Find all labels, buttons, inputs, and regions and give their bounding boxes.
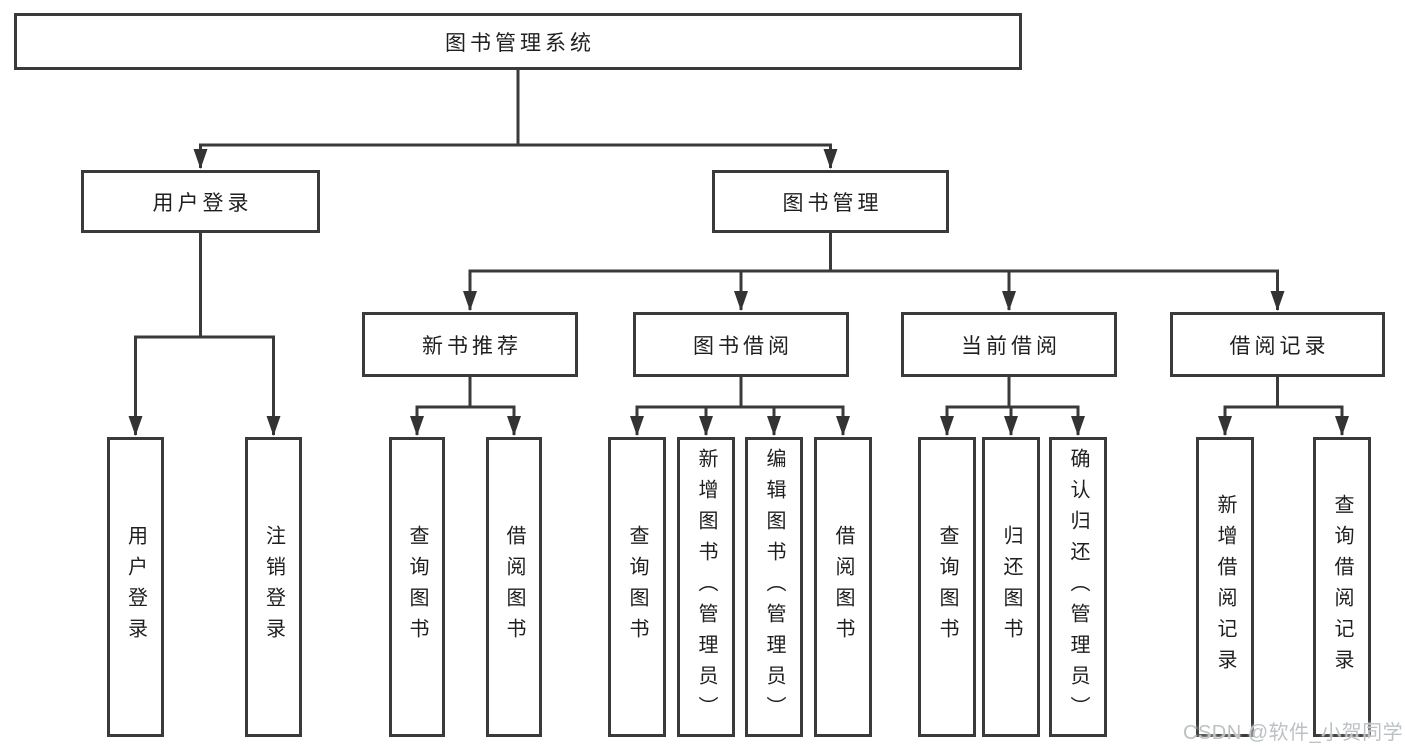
- node-user-login: 用户登录: [81, 170, 320, 233]
- leaf-label: 查询借阅记录: [1331, 494, 1353, 680]
- leaf-label: 借阅图书: [503, 525, 525, 649]
- leaf-label: 用户登录: [124, 525, 147, 649]
- leaf-label: 新增图书（管理员）: [695, 447, 717, 727]
- leaf-user-login: 用户登录: [107, 437, 164, 737]
- leaf-return-books: 归还图书: [982, 437, 1040, 737]
- node-library-system: 图书管理系统: [14, 13, 1022, 70]
- leaf-query-borrow-record: 查询借阅记录: [1313, 437, 1371, 737]
- leaf-label: 归还图书: [1000, 525, 1022, 649]
- node-borrow-records: 借阅记录: [1170, 312, 1385, 377]
- leaf-borrow-books-recommend: 借阅图书: [486, 437, 542, 737]
- leaf-label: 编辑图书（管理员）: [763, 447, 785, 727]
- node-current-borrowing: 当前借阅: [901, 312, 1117, 377]
- leaf-label: 注销登录: [262, 525, 285, 649]
- watermark-text: CSDN @软件_小贺同学: [1183, 722, 1404, 744]
- leaf-label: 新增借阅记录: [1214, 494, 1236, 680]
- leaf-query-books-borrowing: 查询图书: [608, 437, 666, 737]
- leaf-query-books-recommend: 查询图书: [389, 437, 445, 737]
- leaf-query-books-current: 查询图书: [918, 437, 976, 737]
- leaf-label: 借阅图书: [832, 525, 854, 649]
- leaf-edit-books-admin: 编辑图书（管理员）: [745, 437, 803, 737]
- leaf-borrow-books-borrowing: 借阅图书: [814, 437, 872, 737]
- leaf-label: 查询图书: [406, 525, 428, 649]
- leaf-add-books-admin: 新增图书（管理员）: [677, 437, 735, 737]
- leaf-add-borrow-record: 新增借阅记录: [1196, 437, 1254, 737]
- node-new-book-recommend: 新书推荐: [362, 312, 578, 377]
- node-book-management: 图书管理: [712, 170, 949, 233]
- leaf-logout: 注销登录: [245, 437, 302, 737]
- leaf-label: 确认归还（管理员）: [1067, 447, 1089, 727]
- leaf-confirm-return-admin: 确认归还（管理员）: [1049, 437, 1107, 737]
- leaf-label: 查询图书: [626, 525, 648, 649]
- node-book-borrowing: 图书借阅: [633, 312, 849, 377]
- leaf-label: 查询图书: [936, 525, 958, 649]
